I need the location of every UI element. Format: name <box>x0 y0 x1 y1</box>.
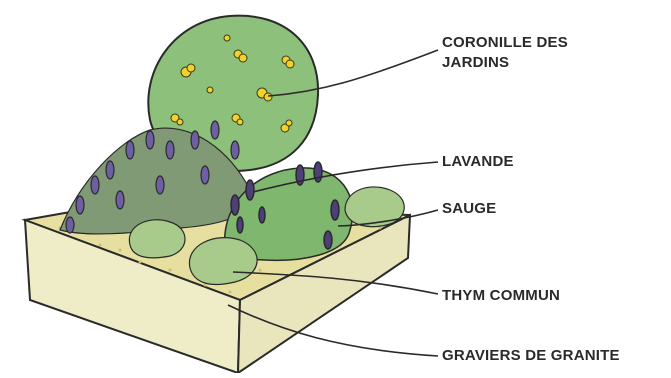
label-graviers: GRAVIERS DE GRANITE <box>442 346 620 366</box>
label-sauge: SAUGE <box>442 199 496 219</box>
label-coronille: CORONILLE DES JARDINS <box>442 33 568 73</box>
label-lavande: LAVANDE <box>442 152 514 172</box>
label-thym: THYM COMMUN <box>442 286 560 306</box>
